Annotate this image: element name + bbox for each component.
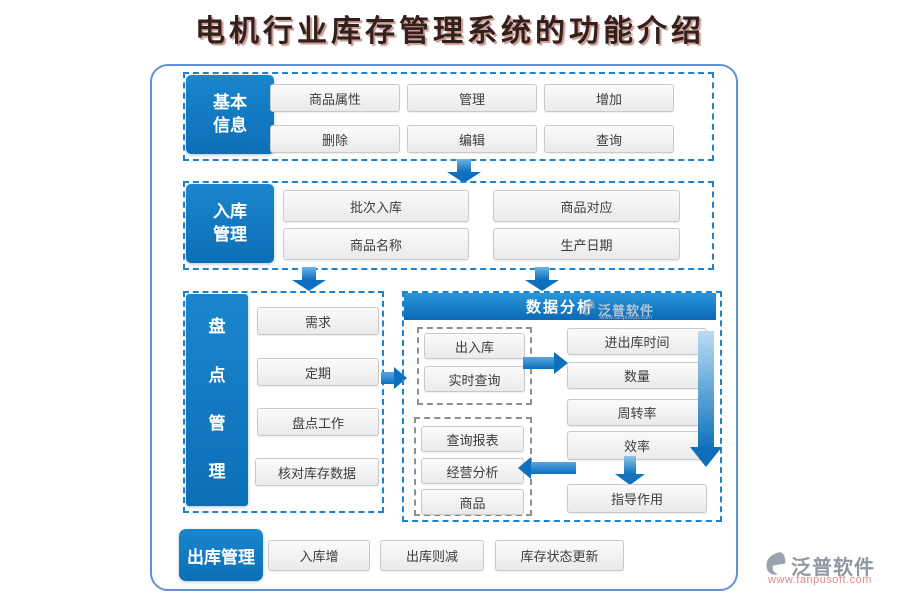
section-analysis [402,291,722,522]
feature-item: 商品名称 [283,228,469,260]
brand-name: 泛普软件 [791,557,875,579]
arrow-left-icon [518,457,576,479]
feature-item: 定期 [257,358,379,386]
header-watermark-url: www.fanpusoft.com [600,315,653,321]
feature-item: 编辑 [407,125,537,153]
feature-item: 出库则减 [380,540,484,571]
feature-item: 实时查询 [424,366,525,392]
feature-item: 经营分析 [421,458,524,484]
arrow-right-icon [523,352,568,374]
header-watermark: 泛普软件 [598,303,655,318]
arrow-down-icon [615,456,645,485]
section-inbound [183,181,714,270]
section-label-text: 盘点管理 [208,317,226,482]
brand-url: www.fanpusoft.com [768,574,872,586]
section-basic-info [183,72,714,161]
feature-item: 出入库 [424,333,525,359]
watermark-logo-icon [582,300,595,316]
feature-item: 管理 [407,84,537,112]
arrow-down-icon [292,267,326,291]
arrow-down-icon [525,267,559,291]
section-label-text: 基本信息 [213,92,247,135]
feature-item: 数量 [567,362,707,389]
section-label-basic-info: 基本信息 [186,75,274,154]
section-label-stocktake: 盘点管理 [186,294,248,506]
feature-item: 进出库时间 [567,328,707,355]
section-label-outbound: 出库管理 [179,529,263,581]
diagram-outer-frame [150,64,738,591]
feature-item: 批次入库 [283,190,469,222]
section-label-text: 出库管理 [187,547,255,567]
feature-item: 库存状态更新 [495,540,624,571]
section-stocktake [183,291,384,513]
feature-item: 生产日期 [493,228,680,260]
feature-item: 增加 [544,84,674,112]
brand-logo-icon [766,552,786,575]
feature-item: 指导作用 [567,484,707,513]
feature-item: 周转率 [567,399,707,426]
arrow-down-icon [690,331,722,467]
feature-item: 删除 [270,125,400,153]
section-label-inbound: 入库管理 [186,184,274,263]
feature-item: 查询报表 [421,426,524,452]
feature-item: 效率 [567,431,707,460]
page-title: 电机行业库存管理系统的功能介绍 [195,14,705,49]
feature-item: 核对库存数据 [255,458,379,486]
feature-item: 商品属性 [270,84,400,112]
feature-item: 入库增 [268,540,370,571]
feature-item: 盘点工作 [257,408,379,436]
analysis-header: 数据分析 [404,293,716,320]
feature-item: 商品 [421,489,524,515]
feature-item: 需求 [257,307,379,335]
section-label-text: 入库管理 [213,201,247,244]
feature-item: 商品对应 [493,190,680,222]
feature-item: 查询 [544,125,674,153]
arrow-down-icon [447,159,481,183]
